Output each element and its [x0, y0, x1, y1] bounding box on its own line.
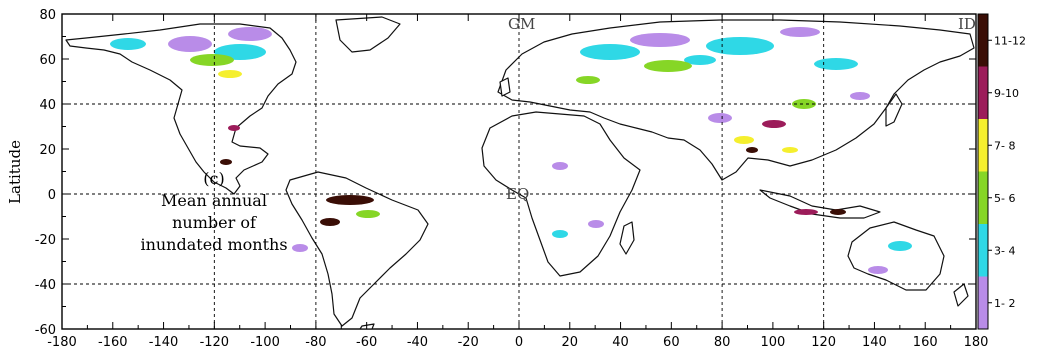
greenwich-meridian-marker: GM: [508, 15, 535, 33]
x-tick-label: 20: [562, 335, 579, 350]
land-new-zealand: [953, 283, 969, 307]
dateline-marker: ID: [958, 15, 976, 33]
x-tick-label: -80: [305, 335, 326, 350]
x-tick-label: 100: [760, 335, 785, 350]
x-tick-label: 60: [663, 335, 680, 350]
x-tick-label: 160: [913, 335, 938, 350]
annotation-line-1: Mean annual: [161, 191, 267, 210]
x-tick-label: -120: [200, 335, 230, 350]
colorbar-label: 11-12: [994, 34, 1026, 47]
equator-marker: EQ: [506, 185, 529, 203]
x-tick-label: 40: [612, 335, 629, 350]
land-indonesia: [759, 189, 881, 219]
x-tick-label: 0: [515, 335, 523, 350]
land-greenland: [335, 16, 401, 53]
colorbar-label: 9-10: [994, 87, 1019, 100]
colorbar-label: 3- 4: [994, 244, 1015, 257]
colorbar: 11-12 9-10 7- 8 5- 6 3- 4 1- 2: [977, 13, 1026, 330]
panel-label: (c): [203, 169, 224, 188]
x-tick-label: -100: [250, 335, 280, 350]
x-tick-label: -60: [356, 335, 377, 350]
x-tick-label: -160: [98, 335, 128, 350]
grid-lines: [62, 14, 976, 329]
land-madagascar: [619, 221, 635, 255]
land-south-america: [285, 171, 429, 327]
colorbar-segment: [978, 66, 988, 119]
land-eurasia: [497, 19, 975, 181]
colorbar-frame: [977, 13, 989, 330]
y-tick-label: -60: [35, 323, 56, 338]
annotation-line-3: inundated months: [140, 235, 287, 254]
y-tick-label: 60: [39, 53, 56, 68]
x-tick-label: -180: [47, 335, 77, 350]
colorbar-segment: [978, 171, 988, 224]
y-tick-label: 0: [48, 188, 56, 203]
x-tick-label: -20: [458, 335, 479, 350]
inundation-patches: [110, 27, 912, 274]
y-tick-label: 80: [39, 8, 56, 23]
x-tick-label: -140: [149, 335, 179, 350]
colorbar-label: 5- 6: [994, 192, 1015, 205]
map-annotation: (c) Mean annual number of inundated mont…: [140, 169, 287, 254]
land-britain: [499, 77, 511, 97]
colorbar-label: 7- 8: [994, 139, 1015, 152]
x-axis: -180 -160 -140 -120 -100 -80 -60 -40 -20 0 20 40 60 8…: [47, 14, 988, 350]
colorbar-segment: [978, 276, 988, 329]
land-japan: [885, 93, 903, 127]
y-axis: 80 60 40 20 0 -20 -40 -60: [35, 8, 976, 338]
colorbar-segment: [978, 119, 988, 172]
colorbar-label: 1- 2: [994, 297, 1015, 310]
land-north-america: [65, 23, 297, 195]
y-tick-label: -40: [35, 278, 56, 293]
x-tick-label: 180: [964, 335, 989, 350]
x-tick-label: 140: [862, 335, 887, 350]
y-axis-label: Latitude: [6, 140, 24, 204]
colorbar-segment: [978, 224, 988, 277]
annotation-line-2: number of: [172, 213, 257, 232]
x-tick-label: -40: [407, 335, 428, 350]
x-tick-label: 80: [714, 335, 731, 350]
y-tick-label: 20: [39, 143, 56, 158]
y-tick-label: 40: [39, 98, 56, 113]
colorbar-segment: [978, 14, 988, 67]
x-tick-label: 120: [811, 335, 836, 350]
y-tick-label: -20: [35, 233, 56, 248]
